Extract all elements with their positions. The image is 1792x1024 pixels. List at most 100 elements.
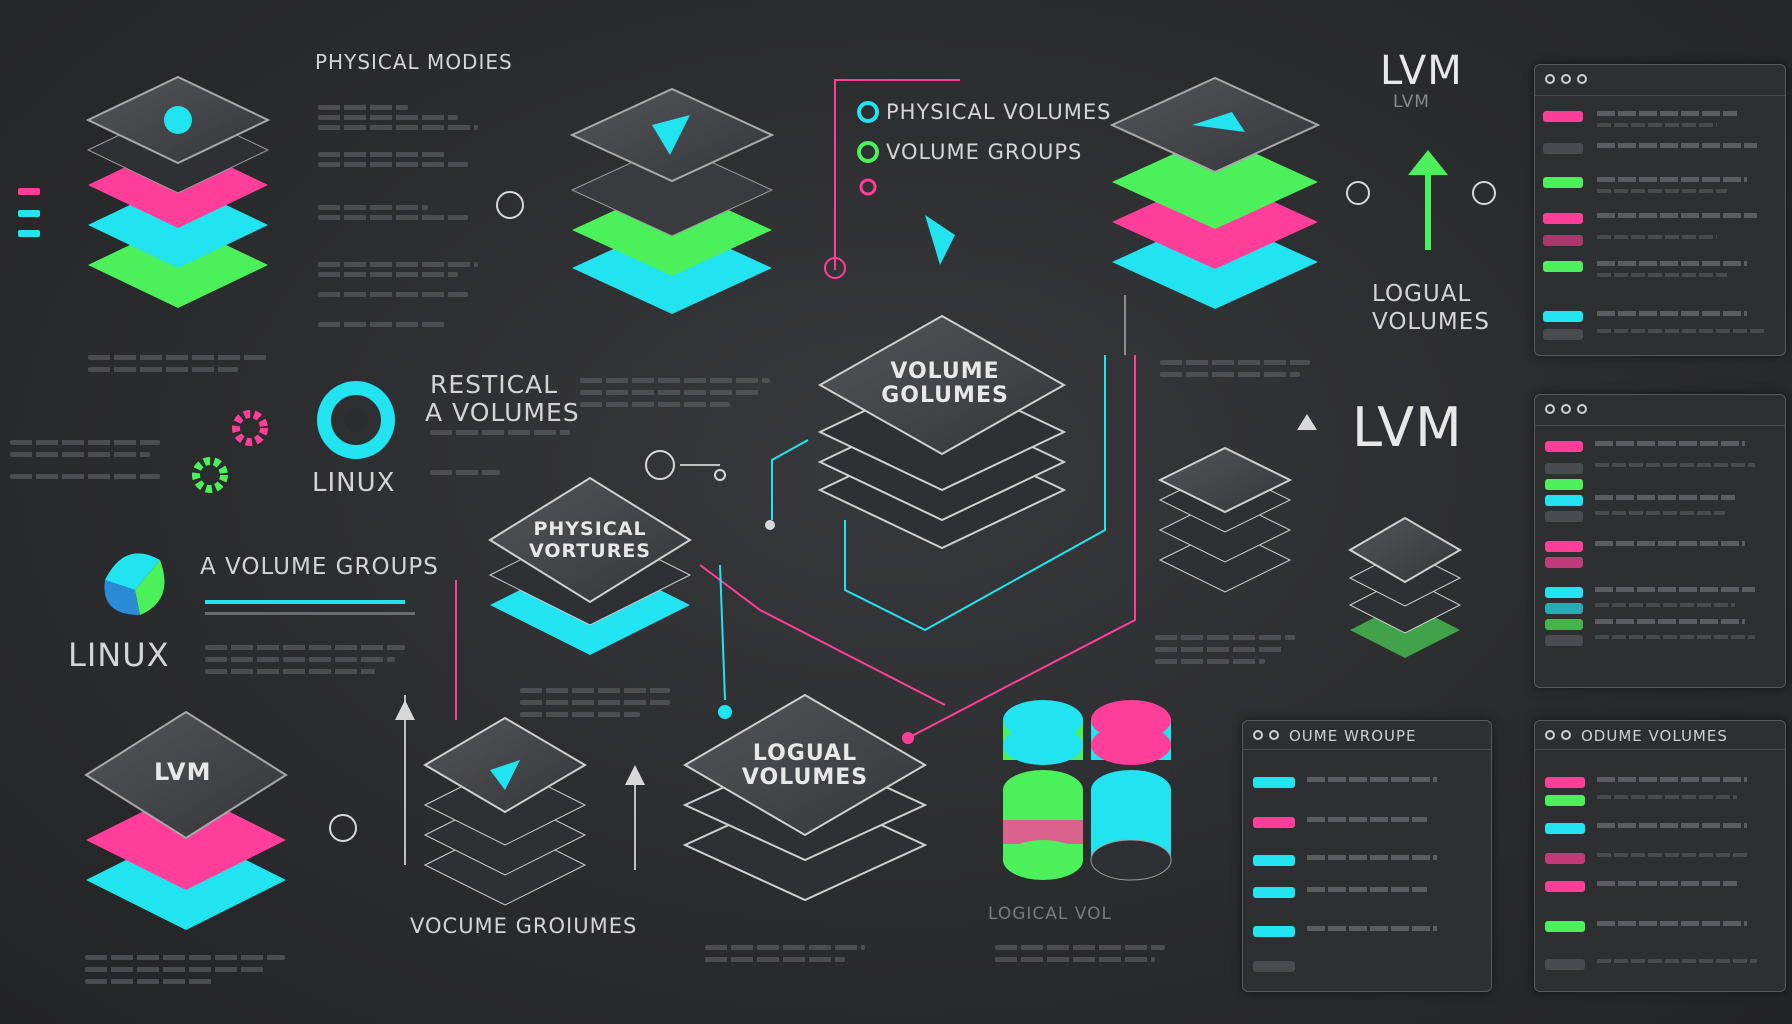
text-row bbox=[10, 452, 150, 457]
node-ring-1 bbox=[496, 191, 524, 219]
text-row bbox=[1307, 777, 1437, 782]
stack-top-center bbox=[569, 87, 775, 314]
node-ring-6 bbox=[714, 469, 726, 481]
chevron-icon bbox=[925, 215, 955, 265]
text-row bbox=[1597, 329, 1767, 333]
text-row bbox=[520, 688, 670, 693]
list-item bbox=[1545, 853, 1585, 864]
gear-icon-pink bbox=[232, 410, 268, 446]
text-row bbox=[1595, 541, 1745, 546]
text-row bbox=[520, 712, 640, 717]
text-row bbox=[205, 657, 395, 662]
list-item bbox=[1545, 463, 1583, 474]
label-linux-1: LINUX bbox=[312, 468, 396, 498]
window-dot-icon bbox=[1561, 730, 1571, 740]
panel-mid-right bbox=[1534, 394, 1786, 688]
stack-lvm-bottom-left bbox=[84, 710, 288, 930]
list-item bbox=[1543, 235, 1583, 246]
lvm-title-mid: LVM bbox=[1352, 396, 1463, 459]
panel-bottom-center: OUME WROUPE bbox=[1242, 720, 1492, 992]
lvm-subtitle-top: LVM bbox=[1393, 92, 1430, 112]
text-row bbox=[1307, 926, 1437, 931]
cylinder-stack-1 bbox=[1003, 700, 1083, 880]
node-ring-4 bbox=[1472, 181, 1496, 205]
node-ring-2 bbox=[645, 450, 675, 480]
list-item bbox=[1545, 881, 1585, 892]
stack-physical-vortures bbox=[488, 476, 692, 655]
arrow-up-3 bbox=[1297, 414, 1317, 430]
text-row bbox=[1160, 372, 1300, 377]
list-item bbox=[1545, 795, 1585, 806]
disk-logo-3 bbox=[1192, 112, 1245, 132]
list-item bbox=[1253, 926, 1295, 937]
text-row bbox=[520, 700, 670, 705]
node-ring-5 bbox=[329, 814, 357, 842]
arrow-up-2 bbox=[625, 765, 645, 785]
text-row bbox=[318, 105, 408, 110]
disk-logo-1 bbox=[164, 106, 192, 134]
label-logual-volumes: LOGUAL VOLUMES bbox=[741, 741, 869, 790]
text-row bbox=[205, 645, 405, 650]
text-row bbox=[205, 669, 375, 674]
label-restical: RESTICAL bbox=[430, 370, 559, 399]
text-row bbox=[1597, 853, 1747, 857]
panel-top-right bbox=[1534, 64, 1786, 356]
text-row bbox=[1597, 823, 1747, 828]
connector-cyan-1 bbox=[771, 439, 809, 520]
list-item bbox=[1253, 961, 1295, 972]
text-row bbox=[85, 979, 215, 984]
list-item bbox=[1253, 777, 1295, 788]
window-dot-icon bbox=[1545, 730, 1555, 740]
connector-pink-2 bbox=[907, 355, 1136, 739]
text-row bbox=[1597, 777, 1747, 782]
swatch-cyan-2 bbox=[18, 230, 40, 237]
connector-pink-3 bbox=[834, 79, 960, 270]
text-row bbox=[705, 957, 845, 962]
list-item bbox=[1545, 603, 1583, 614]
text-row bbox=[88, 367, 238, 372]
accent-bar-gray bbox=[205, 612, 415, 615]
list-item bbox=[1545, 635, 1583, 646]
text-row bbox=[1595, 587, 1755, 592]
label-a-volumes: A VOLUMES bbox=[425, 398, 580, 427]
text-row bbox=[1595, 603, 1735, 607]
text-row bbox=[318, 162, 468, 167]
stack-logual-volumes bbox=[682, 693, 928, 902]
panel-titlebar bbox=[1535, 395, 1785, 426]
panel-title-odume-volumes: ODUME VOLUMES bbox=[1581, 727, 1728, 745]
swatch-cyan bbox=[18, 210, 40, 217]
window-dot-icon bbox=[1545, 74, 1555, 84]
list-item bbox=[1543, 261, 1583, 272]
label-physical-vortures: PHYSICAL VORTURES bbox=[529, 518, 651, 562]
node-cyan bbox=[718, 705, 732, 719]
panel-title-oume-wroupe: OUME WROUPE bbox=[1289, 727, 1417, 745]
text-row bbox=[580, 402, 730, 407]
label-vocume-groiumes: VOCUME GROIUMES bbox=[410, 914, 638, 938]
legend-physical-volumes: PHYSICAL VOLUMES bbox=[886, 100, 1112, 124]
text-row bbox=[1155, 659, 1265, 664]
list-item bbox=[1543, 143, 1583, 154]
linux-logo-2 bbox=[104, 553, 165, 615]
list-item bbox=[1543, 329, 1583, 340]
disk-logo-2 bbox=[652, 115, 690, 155]
text-row bbox=[1595, 619, 1745, 624]
list-item bbox=[1545, 541, 1583, 552]
list-item bbox=[1545, 959, 1585, 970]
text-row bbox=[1597, 261, 1747, 266]
list-item bbox=[1543, 213, 1583, 224]
text-row bbox=[995, 957, 1155, 962]
list-item bbox=[1545, 921, 1585, 932]
list-item bbox=[1545, 495, 1583, 506]
text-row bbox=[1597, 177, 1747, 182]
text-row bbox=[10, 440, 160, 445]
connector-cyan-2 bbox=[844, 355, 1106, 632]
label-logical-vol: LOGICAL VOL bbox=[988, 904, 1112, 924]
stack-right-small-1 bbox=[1157, 446, 1293, 593]
legend-dot-green bbox=[857, 141, 879, 163]
text-row bbox=[1597, 921, 1747, 926]
text-row bbox=[318, 272, 458, 277]
connector-cyan-3 bbox=[719, 564, 726, 701]
list-item bbox=[1545, 587, 1583, 598]
